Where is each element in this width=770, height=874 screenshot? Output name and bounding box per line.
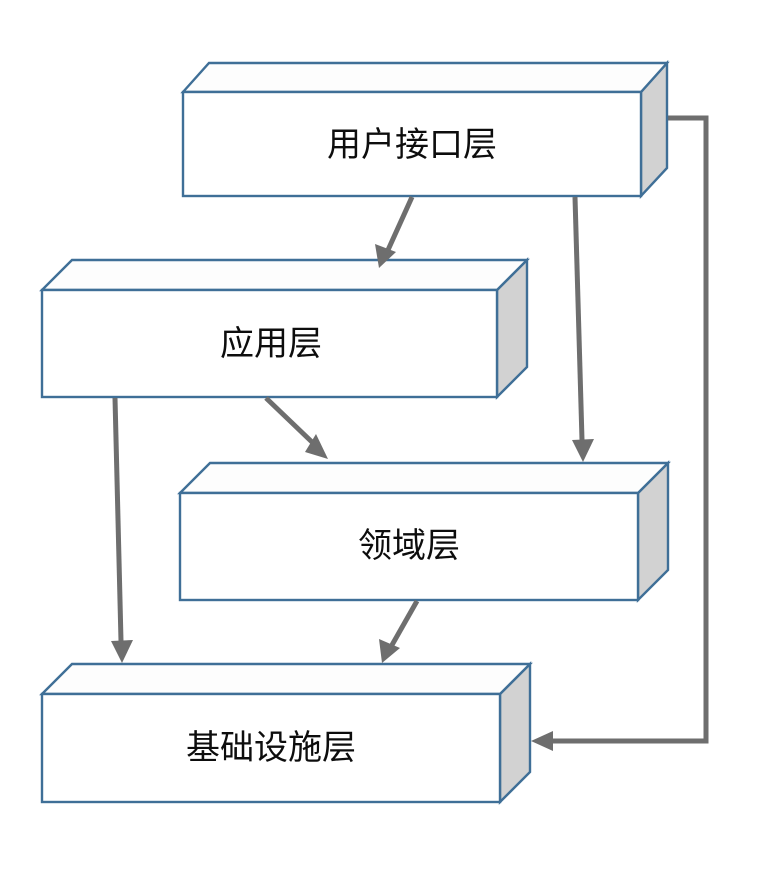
application-to-domain-line xyxy=(264,396,315,445)
connection-application-to-infrastructure xyxy=(111,397,133,663)
layer-box-application[interactable]: 应用层 xyxy=(39,257,530,400)
ui-to-application-line xyxy=(385,195,415,252)
connection-ui-to-domain xyxy=(572,196,594,462)
infrastructure-box-top-face xyxy=(39,662,533,696)
domain-to-infrastructure-arrowhead xyxy=(379,639,400,663)
ui-to-domain-line xyxy=(572,196,585,441)
domain-to-infrastructure-line xyxy=(389,599,420,647)
application-box-front-face xyxy=(40,288,499,399)
connection-ui-to-infrastructure xyxy=(531,115,709,751)
connection-application-to-domain xyxy=(264,396,328,459)
infrastructure-box-label: 基础设施层 xyxy=(186,728,356,768)
ui-box-front-face xyxy=(181,90,643,198)
application-to-infrastructure-arrowhead xyxy=(111,640,133,663)
layer-box-ui[interactable]: 用户接口层 xyxy=(180,59,670,200)
domain-box-front-face xyxy=(178,491,640,602)
ui-to-infrastructure-arrowhead xyxy=(531,731,553,751)
connection-ui-to-application xyxy=(375,195,415,268)
ui-to-application-arrowhead xyxy=(375,244,396,268)
infrastructure-box-front-face xyxy=(40,692,502,804)
ui-to-infrastructure-line xyxy=(546,115,709,744)
application-to-domain-arrowhead xyxy=(305,434,328,459)
ui-to-domain-arrowhead xyxy=(572,439,594,462)
domain-box-top-face xyxy=(177,461,671,495)
application-box-label: 应用层 xyxy=(220,324,322,364)
application-to-infrastructure-line xyxy=(112,397,124,642)
layer-box-domain[interactable]: 领域层 xyxy=(177,460,671,603)
ui-box-top-face xyxy=(180,61,670,94)
application-box-top-face xyxy=(39,258,530,292)
connection-domain-to-infrastructure xyxy=(379,599,420,663)
ui-box-label: 用户接口层 xyxy=(327,125,497,165)
domain-box-label: 领域层 xyxy=(358,526,460,566)
layer-box-infrastructure[interactable]: 基础设施层 xyxy=(39,661,533,805)
